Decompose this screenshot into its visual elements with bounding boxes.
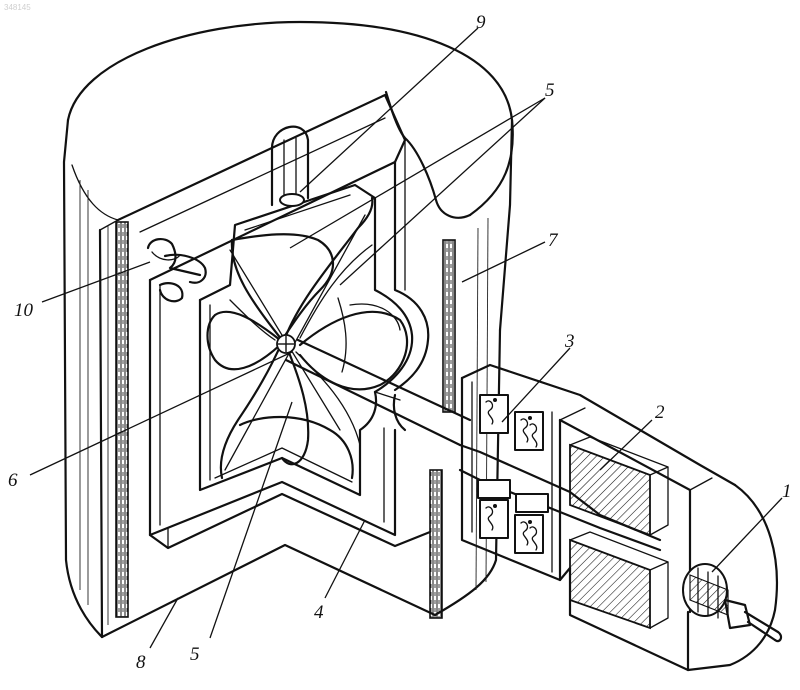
left-wall-section bbox=[116, 222, 128, 617]
label-9: 9 bbox=[476, 12, 486, 33]
label-10: 10 bbox=[14, 300, 34, 321]
watermark-text: 348145 bbox=[4, 3, 31, 12]
output-coupling-loop-10 bbox=[148, 239, 206, 301]
label-4: 4 bbox=[314, 602, 324, 623]
label-5-bottom: 5 bbox=[190, 644, 200, 665]
cathode-pin-1 bbox=[683, 564, 781, 641]
beam-aperture-6 bbox=[277, 335, 295, 353]
label-7: 7 bbox=[548, 230, 559, 251]
label-6: 6 bbox=[8, 470, 18, 491]
label-8: 8 bbox=[136, 652, 146, 673]
magnet-coil-2 bbox=[570, 437, 668, 628]
right-wall-section-7 bbox=[430, 240, 455, 618]
label-1: 1 bbox=[782, 481, 792, 502]
vane-cross-5 bbox=[208, 198, 408, 478]
label-5-top: 5 bbox=[545, 80, 555, 101]
label-2: 2 bbox=[655, 402, 665, 423]
label-3: 3 bbox=[564, 331, 575, 352]
